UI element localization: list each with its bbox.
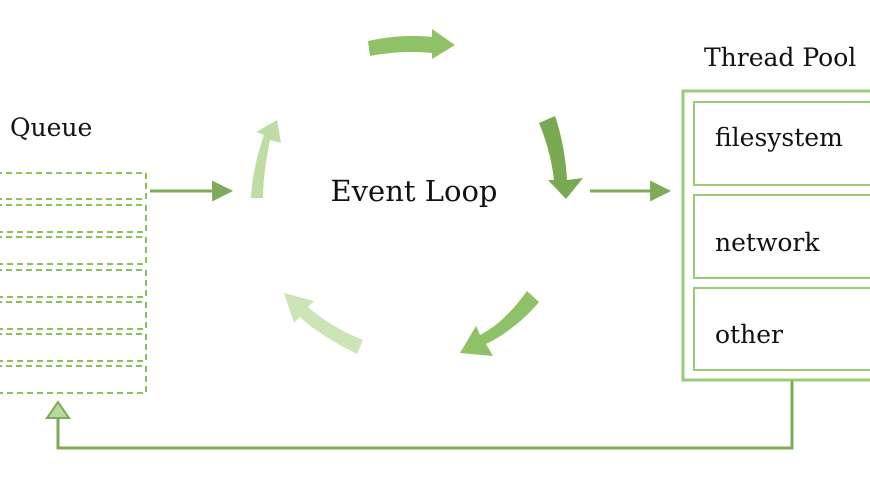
queue-title: Queue [10,113,92,142]
worker-label-network: network [715,228,820,257]
queue-slot [0,333,147,362]
thread-pool-title: Thread Pool [704,43,856,72]
thread-pool: filesystem network other [681,89,870,382]
worker-label-filesystem: filesystem [715,123,843,152]
worker-box-filesystem [693,101,870,186]
loop-arrow-left [251,120,281,198]
worker-label-other: other [715,320,783,349]
queue-slot [0,269,147,298]
thread-pool-frame [681,89,870,382]
return-arrowhead [45,400,71,419]
loop-cycle [251,29,583,356]
queue-slot [0,365,147,394]
queue-slot [0,204,147,233]
loop-arrow-bottom-right [460,291,539,356]
queue-slot [0,172,147,200]
queue-slot [0,301,147,330]
queue-slot [0,236,147,265]
pool-to-queue-return-line [56,381,794,450]
loop-arrow-top [368,29,455,59]
queue-stack [0,172,147,394]
worker-box-network [693,194,870,279]
loop-arrow-right [539,116,583,199]
event-loop-label: Event Loop [330,174,497,208]
loop-arrow-bottom-left [284,293,363,354]
worker-box-other [693,287,870,371]
